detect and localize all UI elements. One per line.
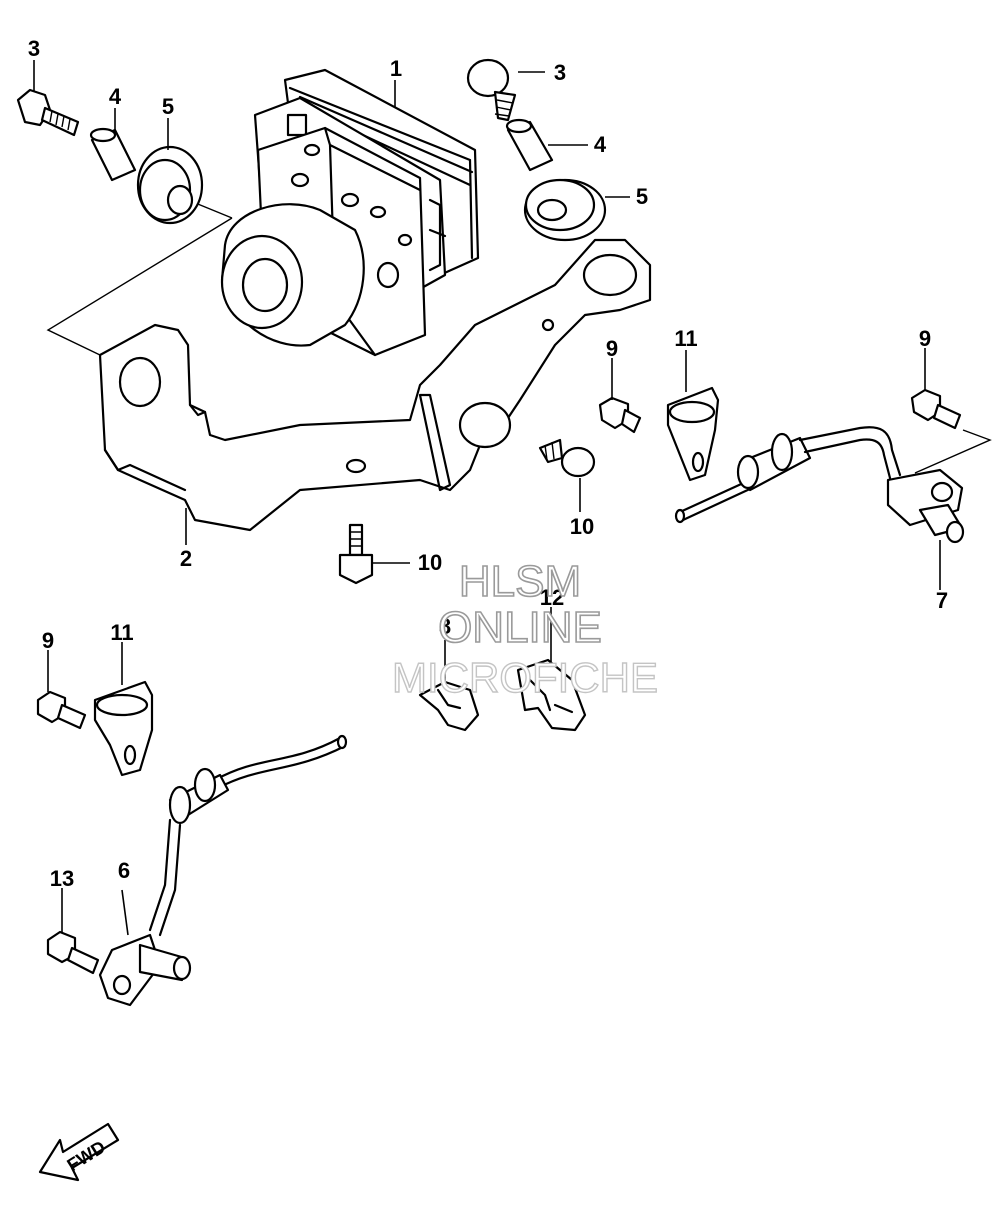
callout-front-sensor: 6	[118, 858, 130, 883]
watermark-line-1: HLSM	[459, 557, 581, 606]
wheel-speed-sensor-icon	[674, 426, 965, 544]
callout-bolt-9-left: 9	[42, 628, 54, 653]
bolt-icon	[538, 438, 596, 478]
callout-bolt-9-right: 9	[919, 326, 931, 351]
callout-clamp-8: 8	[439, 614, 451, 639]
bracket-icon	[98, 238, 652, 532]
abs-unit-icon	[220, 68, 480, 357]
callout-bolt-10-upper: 10	[570, 514, 594, 539]
callout-bracket: 2	[180, 546, 192, 571]
watermark-line-3: MICROFICHE	[392, 654, 658, 701]
callout-clamp-11-left: 11	[110, 620, 133, 645]
clamp-icon	[418, 680, 480, 732]
clamp-icon	[93, 680, 154, 777]
cushion-icon	[136, 145, 204, 225]
bolt-icon	[910, 388, 962, 430]
callout-cushion-right: 5	[636, 184, 648, 209]
callout-bolt-left: 3	[28, 36, 40, 61]
callout-abs-unit: 1	[390, 56, 402, 81]
wheel-speed-sensor-icon	[98, 734, 348, 1007]
bolt-icon	[466, 58, 517, 122]
callout-bolt-13: 13	[50, 866, 74, 891]
callout-bolt-10-lower: 10	[418, 550, 442, 575]
callout-spacer-right: 4	[594, 132, 607, 157]
spacer-icon	[89, 127, 137, 182]
callout-rear-sensor: 7	[936, 588, 948, 613]
callout-cushion-left: 5	[162, 94, 174, 119]
callout-clamp-12: 12	[540, 585, 564, 610]
callout-spacer-left: 4	[109, 84, 122, 109]
clamp-icon	[516, 658, 587, 732]
bolt-icon	[598, 396, 642, 434]
callout-bolt-9-mid: 9	[606, 336, 618, 361]
bolt-icon	[16, 88, 80, 137]
fwd-arrow-icon: FWD	[38, 1122, 120, 1182]
watermark-line-2: ONLINE	[438, 603, 602, 652]
spacer-icon	[505, 118, 554, 172]
bolt-icon	[338, 523, 374, 585]
bolt-icon	[36, 690, 87, 730]
cushion-icon	[523, 178, 607, 242]
callout-bolt-right: 3	[554, 60, 566, 85]
bolt-icon	[46, 930, 100, 975]
clamp-icon	[666, 386, 720, 482]
callout-clamp-11-mid: 11	[674, 326, 697, 351]
